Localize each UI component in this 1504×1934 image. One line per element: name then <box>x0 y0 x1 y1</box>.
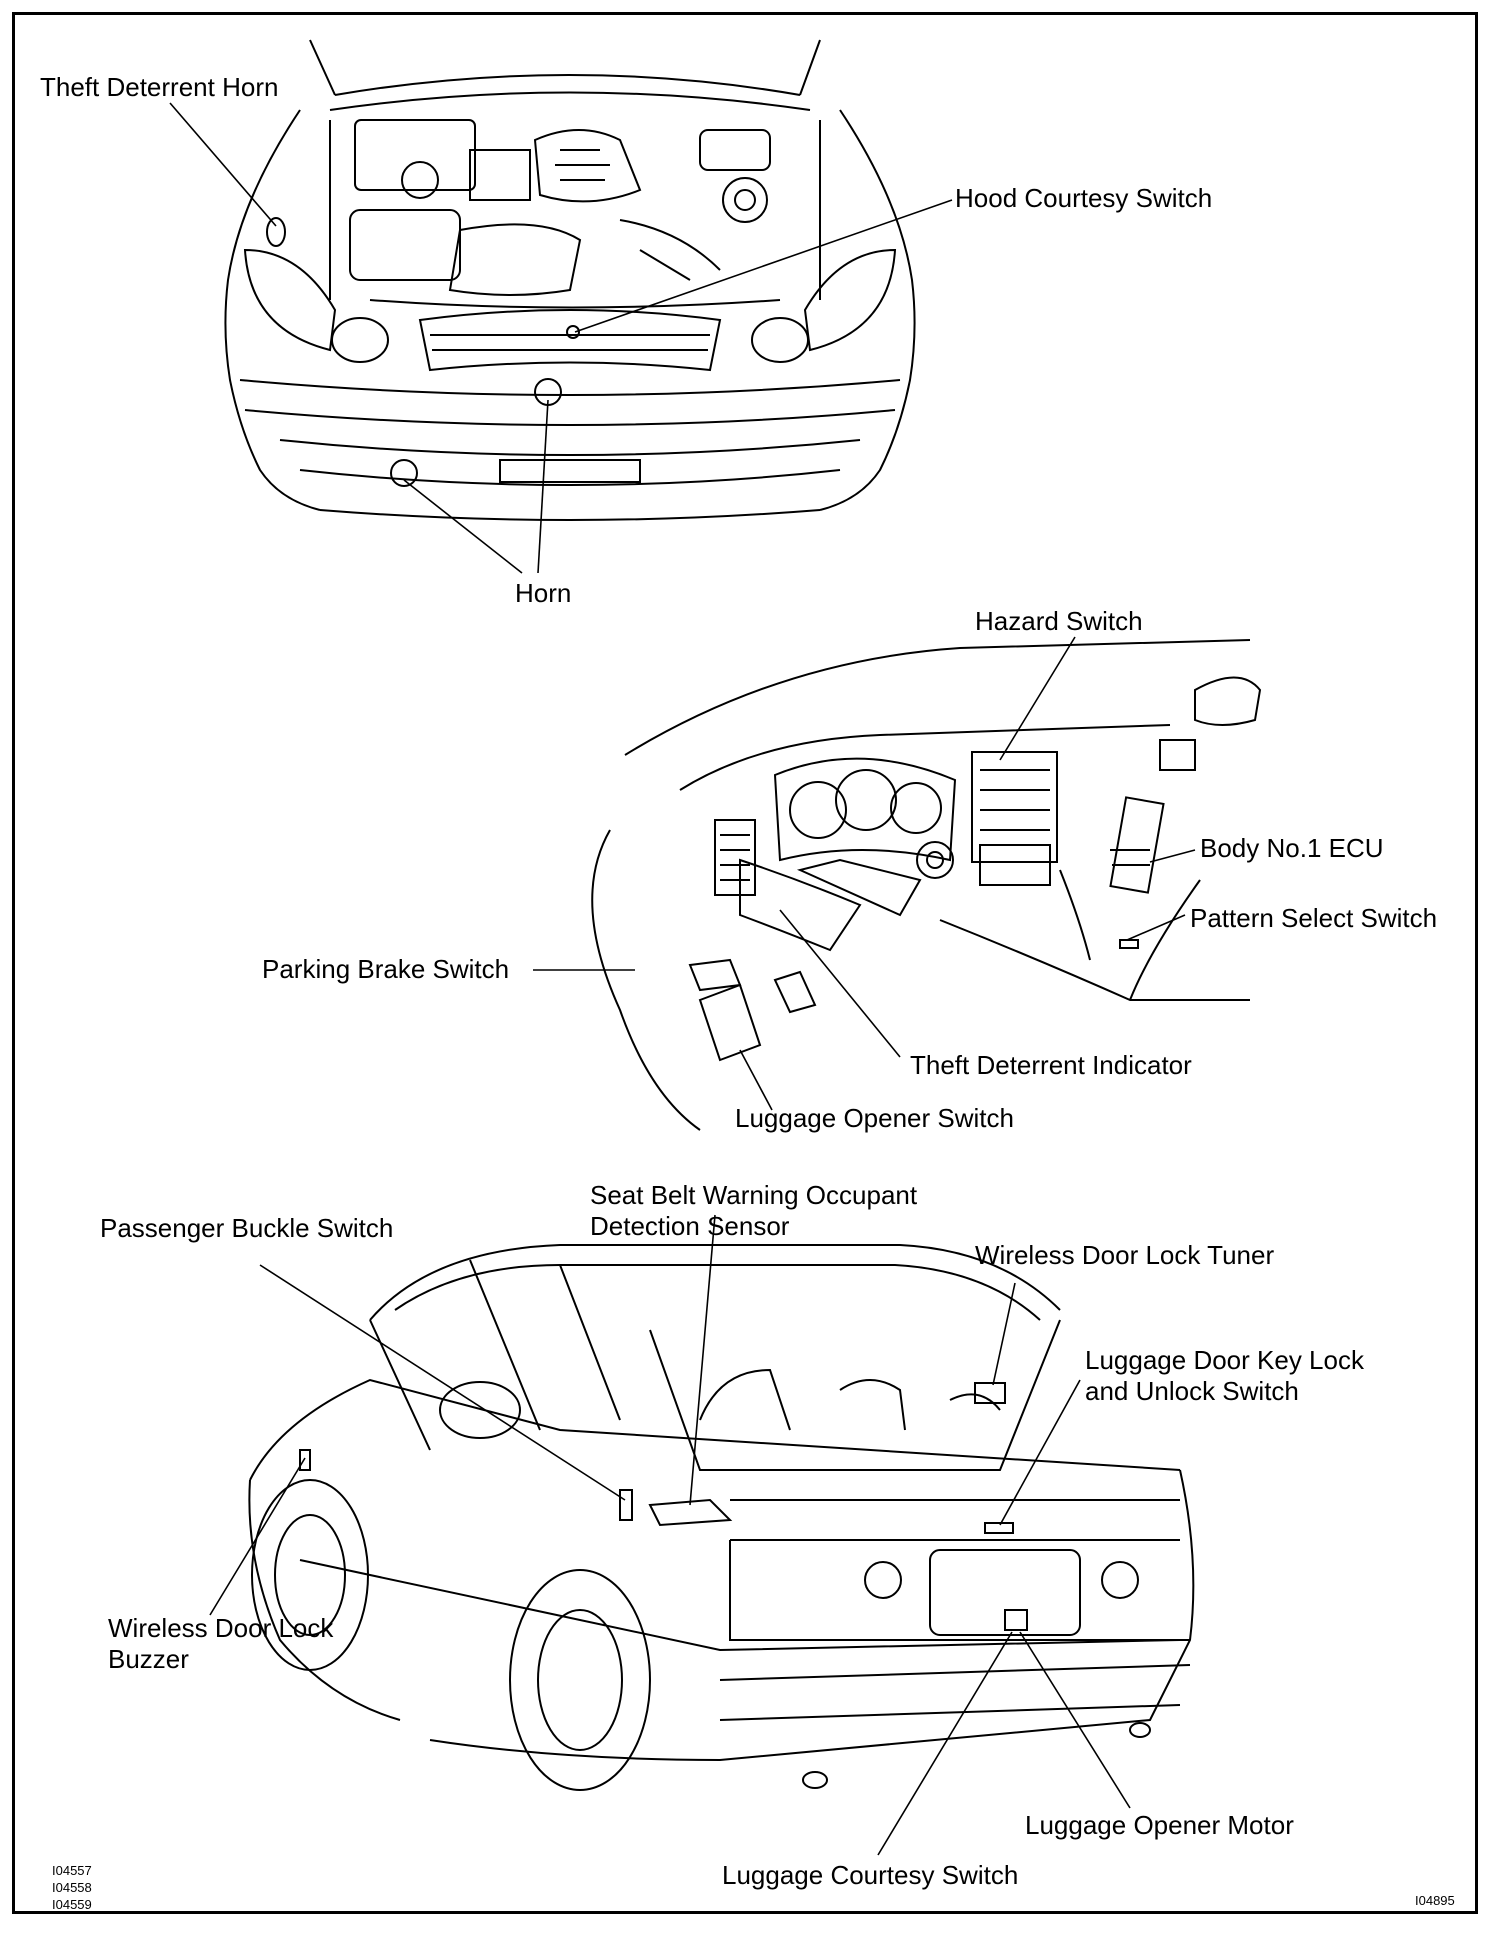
label-luggage-door-key-line2: and Unlock Switch <box>1085 1376 1299 1406</box>
label-seat-belt-sensor-line1: Seat Belt Warning Occupant <box>590 1180 918 1210</box>
figure-code-3: I04559 <box>52 1897 92 1912</box>
rear-car-illustration <box>248 1244 1195 1791</box>
label-luggage-door-key-lock: Luggage Door Key Lock and Unlock Switch <box>1085 1345 1364 1407</box>
label-luggage-opener-switch: Luggage Opener Switch <box>735 1103 1014 1133</box>
label-seat-belt-sensor: Seat Belt Warning Occupant Detection Sen… <box>590 1180 917 1242</box>
label-hazard-switch: Hazard Switch <box>975 606 1143 636</box>
label-wireless-door-lock-tuner: Wireless Door Lock Tuner <box>975 1240 1275 1270</box>
label-seat-belt-sensor-line2: Detection Sensor <box>590 1211 790 1241</box>
label-hood-courtesy-switch: Hood Courtesy Switch <box>955 183 1213 213</box>
rear-leader-lines <box>209 1214 1131 1856</box>
diagram-frame <box>12 12 1478 1914</box>
label-body-no1-ecu: Body No.1 ECU <box>1200 833 1384 863</box>
label-theft-deterrent-horn: Theft Deterrent Horn <box>40 72 279 102</box>
label-luggage-opener-motor: Luggage Opener Motor <box>1025 1810 1294 1840</box>
label-luggage-door-key-line1: Luggage Door Key Lock <box>1085 1345 1364 1375</box>
dashboard-illustration <box>591 639 1262 1131</box>
label-wireless-buzzer-line1: Wireless Door Lock <box>108 1613 334 1643</box>
label-parking-brake-switch: Parking Brake Switch <box>262 954 510 984</box>
front-leader-lines <box>169 102 953 574</box>
label-horn: Horn <box>515 578 572 608</box>
label-pattern-select-switch: Pattern Select Switch <box>1190 903 1438 933</box>
label-theft-deterrent-indicator: Theft Deterrent Indicator <box>910 1050 1192 1080</box>
front-car-illustration <box>224 39 916 521</box>
figure-code-right: I04895 <box>1415 1893 1455 1908</box>
label-wireless-door-lock-buzzer: Wireless Door Lock Buzzer <box>108 1613 333 1675</box>
figure-code-2: I04558 <box>52 1880 92 1895</box>
dashboard-leader-lines <box>533 636 1196 1111</box>
figure-code-left: I04557 I04558 I04559 <box>52 1862 92 1913</box>
label-luggage-courtesy-switch: Luggage Courtesy Switch <box>722 1860 1019 1890</box>
label-passenger-buckle-switch: Passenger Buckle Switch <box>100 1213 394 1243</box>
figure-code-1: I04557 <box>52 1863 92 1878</box>
label-wireless-buzzer-line2: Buzzer <box>108 1644 189 1674</box>
